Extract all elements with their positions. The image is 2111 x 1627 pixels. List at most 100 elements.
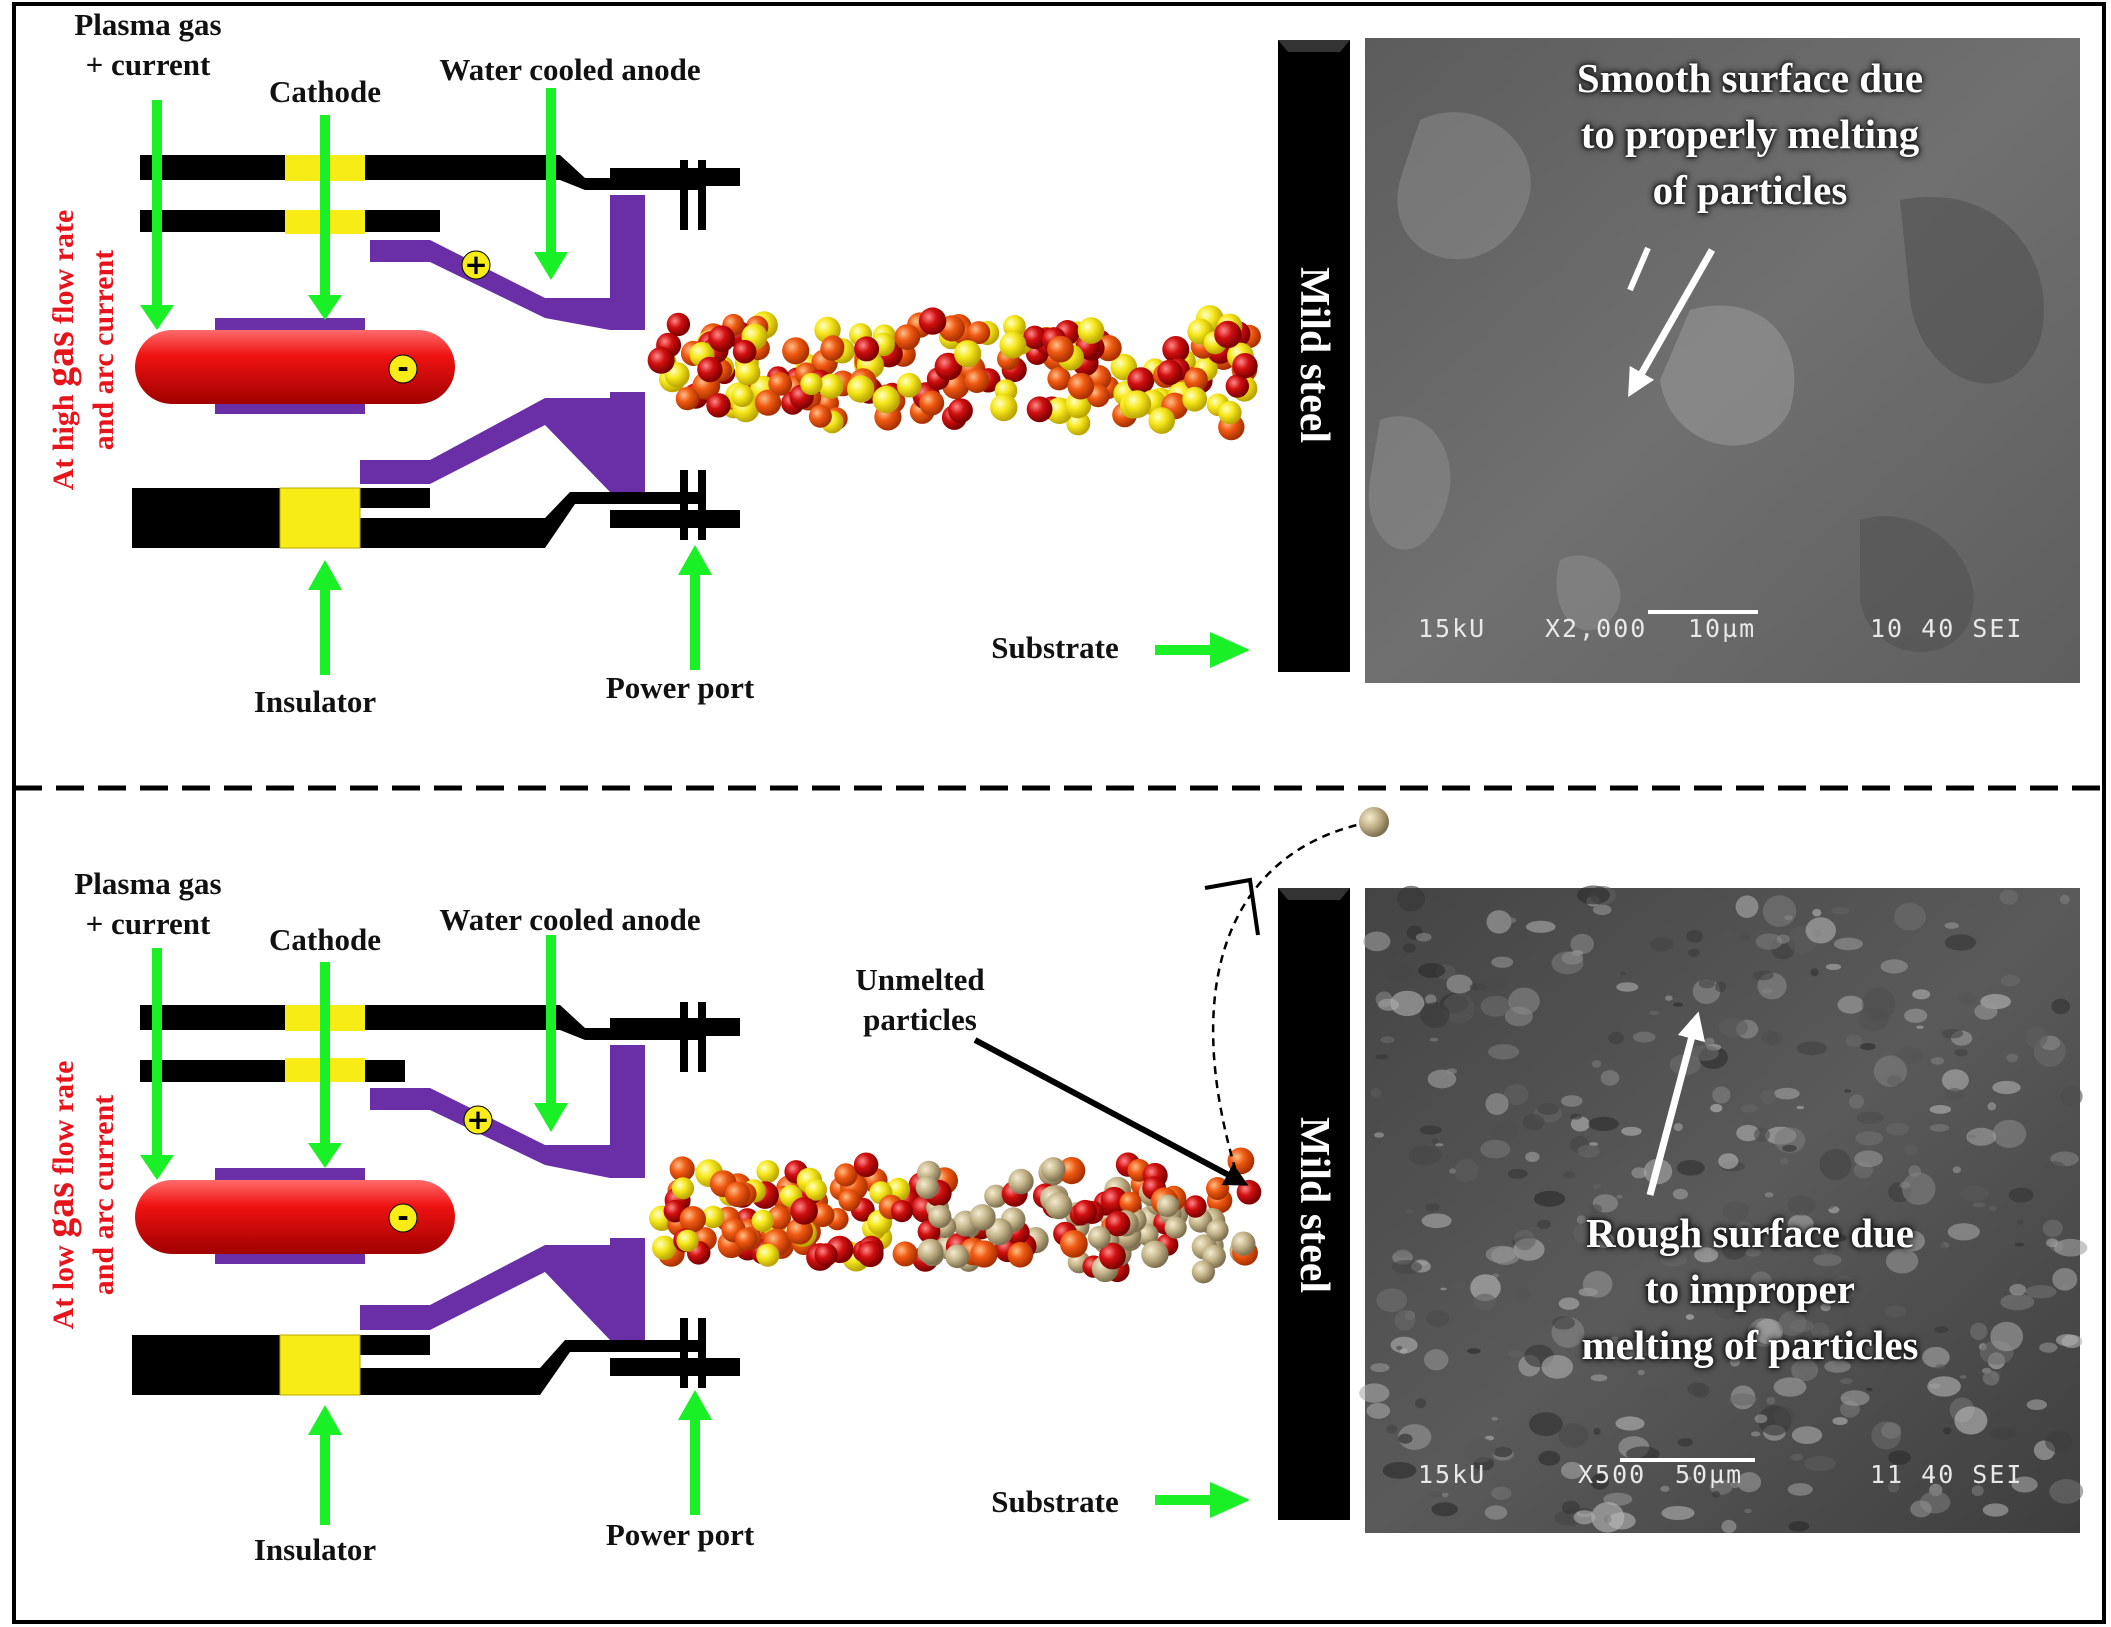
sem-grain <box>1449 1168 1456 1174</box>
molten-particle <box>1119 1191 1142 1214</box>
unmelted-particle <box>1156 1194 1180 1218</box>
sem-grain <box>1941 1069 1969 1092</box>
sem-grain <box>1435 1143 1444 1147</box>
sem-grain <box>1762 895 1797 927</box>
sem-grain <box>1467 1348 1481 1354</box>
sem-grain <box>1562 1171 1576 1179</box>
lower-insulator-ring <box>279 487 361 549</box>
sem-grain <box>1431 1502 1458 1517</box>
molten-particle <box>671 1177 695 1200</box>
sem-grain <box>1637 1369 1645 1376</box>
bottom-sem-magnification: X500 <box>1578 1460 1647 1489</box>
molten-particle <box>735 360 761 386</box>
sem-grain <box>1718 1153 1739 1169</box>
sem-grain <box>2051 998 2071 1015</box>
sem-grain <box>1912 989 1931 1000</box>
sem-grain <box>1462 1216 1495 1232</box>
molten-particle <box>1232 353 1258 379</box>
molten-particle <box>1073 1199 1097 1224</box>
molten-particle <box>706 393 731 418</box>
molten-particle <box>782 337 810 365</box>
sem-grain <box>1589 1204 1602 1214</box>
unmelted-particle <box>945 1244 970 1269</box>
sem-grain <box>1536 1219 1551 1230</box>
sem-grain <box>1896 1047 1923 1065</box>
sem-grain <box>1971 1485 1984 1496</box>
sem-grain <box>1588 1116 1619 1131</box>
sem-grain <box>1943 1427 1952 1435</box>
sem-grain <box>1812 908 1822 917</box>
top-substrate-bar <box>1278 40 1350 672</box>
lower-anode <box>360 392 645 492</box>
sem-grain <box>1929 1105 1952 1114</box>
sem-grain <box>1885 1122 1910 1136</box>
sem-grain <box>1712 1086 1731 1104</box>
top-sem-texture <box>1368 112 2044 653</box>
molten-particle <box>666 312 691 337</box>
sem-grain <box>1537 1103 1559 1115</box>
top-sem-note: Smooth surface due to properly melting o… <box>1576 55 1924 213</box>
bottom-substrate-bar <box>1278 888 1350 1520</box>
molten-particle <box>800 372 823 396</box>
sem-grain <box>2052 1268 2078 1291</box>
ejected-particle <box>1359 807 1389 837</box>
sem-grain <box>1673 1227 1685 1235</box>
sem-grain <box>1561 951 1584 965</box>
sem-grain <box>1570 933 1594 955</box>
sem-grain <box>2009 1283 2027 1296</box>
sem-grain <box>1380 1036 1395 1044</box>
sem-grain <box>1788 1521 1810 1532</box>
molten-particle <box>892 1241 918 1267</box>
bottom-sem-arrow <box>1646 1011 1705 1196</box>
molten-particle <box>967 321 991 345</box>
sem-grain <box>1755 933 1783 950</box>
sem-grain <box>1999 889 2019 905</box>
sem-grain <box>1689 1045 1720 1061</box>
sem-grain <box>1737 1472 1762 1493</box>
sem-grain <box>1394 1309 1416 1331</box>
top-plasma-gas-label: Plasma gas + current <box>74 7 222 82</box>
molten-particle <box>919 390 945 416</box>
molten-particle <box>918 307 947 335</box>
lower-power-plate-2 <box>698 470 706 540</box>
sem-grain <box>1425 994 1437 1005</box>
lower-electrode-block <box>132 488 280 548</box>
molten-particle <box>1023 325 1047 349</box>
sem-grain <box>1533 1190 1566 1207</box>
top-minus-sign: - <box>397 351 409 384</box>
molten-particle <box>724 1181 751 1208</box>
molten-particle <box>934 352 963 381</box>
sem-grain <box>1718 1018 1749 1037</box>
top-sem-voltage: 15kU <box>1418 614 1487 643</box>
molten-particle <box>1066 411 1091 436</box>
sem-grain <box>1476 976 1508 993</box>
molten-particle <box>818 373 844 399</box>
sem-grain <box>1929 1124 1950 1132</box>
sem-grain <box>1885 1248 1919 1274</box>
top-substrate-bevel <box>1278 40 1350 52</box>
sem-grain <box>2046 1238 2059 1248</box>
sem-grain <box>1470 1274 1501 1302</box>
sem-grain <box>1862 987 1896 1021</box>
sem-grain <box>2056 1334 2079 1347</box>
sem-grain <box>2025 1026 2048 1049</box>
sem-grain <box>1811 1322 1830 1339</box>
sem-grain <box>2017 1219 2024 1225</box>
sem-grain <box>1904 1008 1928 1023</box>
top-sem-arrow <box>1628 248 1716 398</box>
sem-grain <box>1920 1241 1950 1270</box>
sem-grain <box>1859 1244 1872 1250</box>
top-plus-sign: + <box>464 248 488 281</box>
molten-particle <box>847 375 875 403</box>
sem-grain <box>1522 1113 1545 1131</box>
sem-grain <box>1719 929 1736 936</box>
top-cathode-label: Cathode <box>269 74 381 109</box>
unmelted-particle <box>1141 1240 1169 1269</box>
sem-grain <box>2039 1161 2070 1189</box>
sem-grain <box>1884 1305 1907 1318</box>
sem-grain <box>1750 1271 1772 1293</box>
sem-grain <box>1810 968 1819 977</box>
sem-grain <box>1750 1431 1761 1437</box>
sem-grain <box>1740 1104 1758 1113</box>
